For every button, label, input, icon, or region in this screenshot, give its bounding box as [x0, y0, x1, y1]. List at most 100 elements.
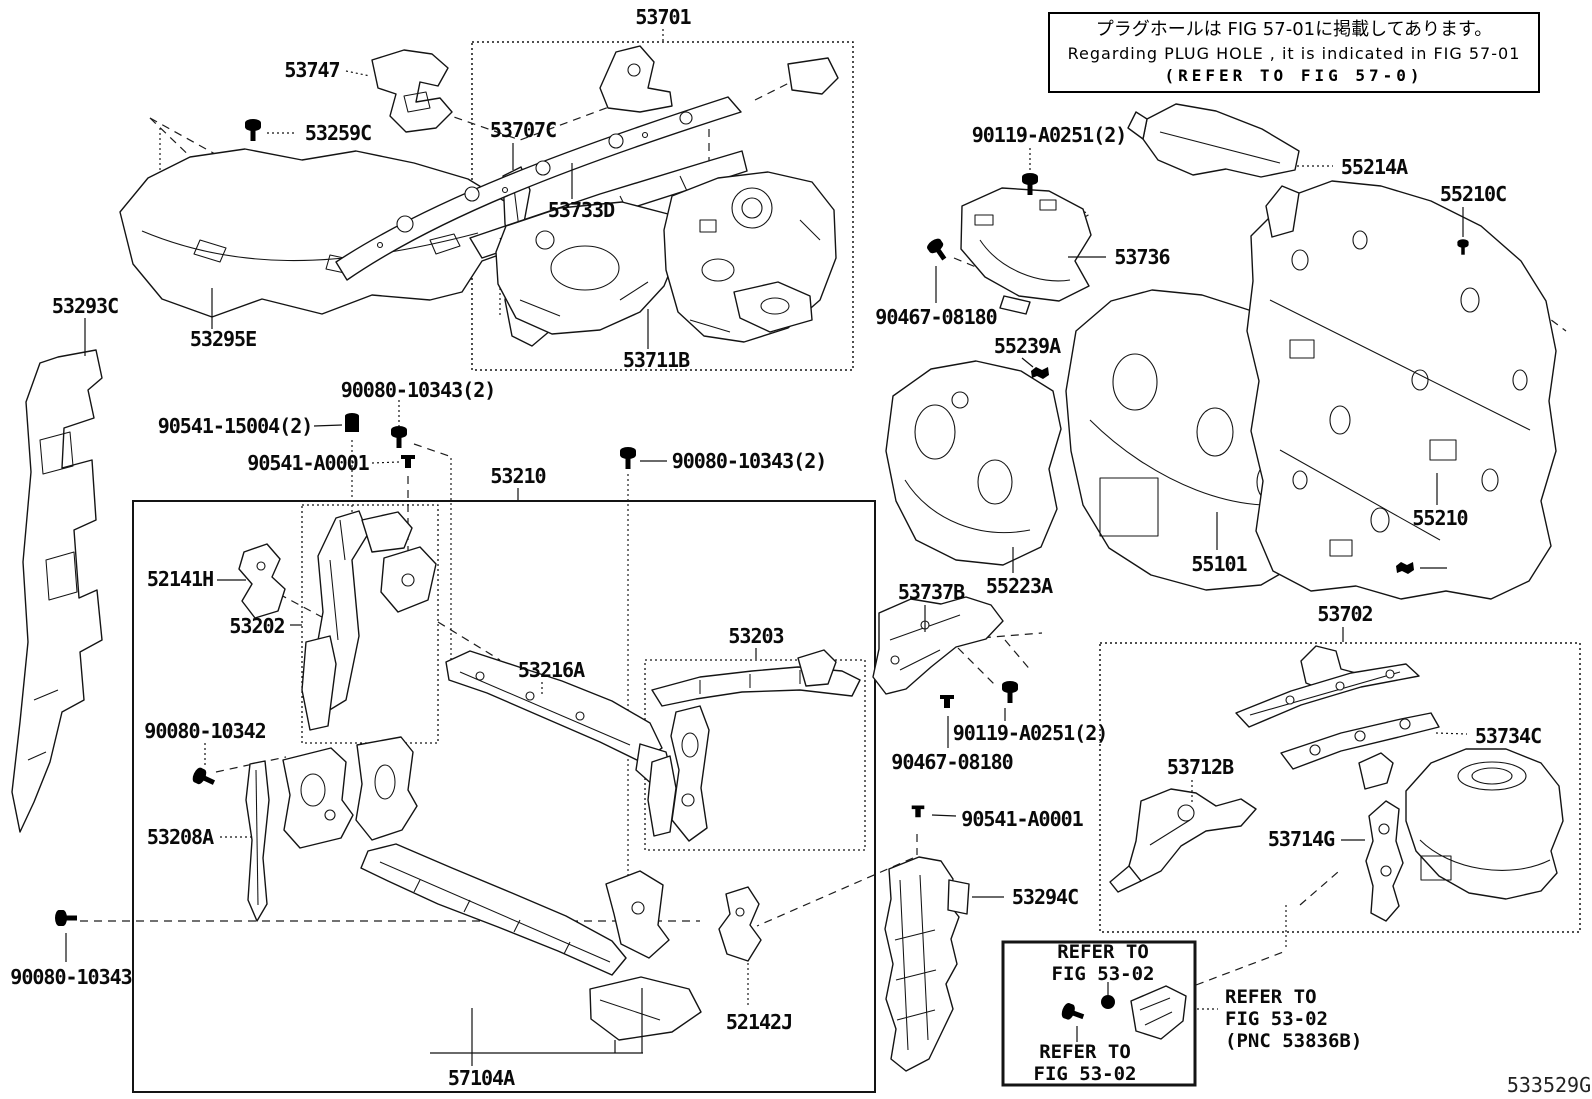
part-53712b-support — [1109, 788, 1257, 893]
part-53733d-upper-rail — [335, 96, 742, 281]
part-label-53711b: 53711B — [622, 348, 690, 372]
part-label-53734c: 53734C — [1474, 724, 1542, 748]
part-label-90119-a0251-a: 90119-A0251(2) — [971, 123, 1128, 147]
part-label-53210: 53210 — [490, 464, 546, 488]
bolt-icon-90080-10343-b — [620, 447, 636, 469]
refer-note-bottom-line2: FIG 53-02 — [1033, 1063, 1137, 1085]
part-label-53747: 53747 — [284, 58, 340, 82]
refer-note-top-line1: REFER TO — [1057, 941, 1149, 963]
refer-note-pnc-line3: (PNC 53836B) — [1225, 1030, 1363, 1052]
part-label-53208a: 53208A — [146, 825, 214, 849]
part-55210-dash-panel — [1246, 180, 1557, 600]
screw-icon-53259c — [245, 119, 261, 141]
box-refer-fig-53-02 — [1001, 940, 1197, 1087]
part-drawings — [11, 45, 1564, 1072]
part-label-90467-08180-a: 90467-08180 — [875, 305, 997, 329]
part-label-53701: 53701 — [635, 5, 691, 29]
plug-hole-note-box: プラグホールは FIG 57-01に掲載してあります。 Regarding PL… — [1048, 12, 1540, 93]
note-line-japanese: プラグホールは FIG 57-01に掲載してあります。 — [1095, 19, 1493, 40]
part-53714g-extension — [1365, 800, 1404, 922]
part-label-53293c: 53293C — [51, 294, 119, 318]
part-label-53203: 53203 — [728, 624, 784, 648]
group-boxes — [132, 41, 1581, 1093]
note-line-refer: (REFER TO FIG 57-0) — [1164, 66, 1424, 85]
refer-note-pnc: REFER TO FIG 53-02 (PNC 53836B) — [1225, 986, 1362, 1052]
part-53293c-radiator-side-deflector — [11, 349, 103, 833]
box-53702-group — [1099, 642, 1581, 933]
part-53202-support-braces — [301, 510, 437, 731]
part-label-52142j: 52142J — [725, 1010, 793, 1034]
part-label-53702: 53702 — [1317, 602, 1373, 626]
clip-icon-55239a-a — [1031, 367, 1049, 379]
part-53711b-apron-panel — [495, 201, 679, 335]
bolt-icon-refer — [1059, 1001, 1087, 1025]
part-53737b-seal-plate — [872, 596, 1004, 695]
part-label-53714g: 53714G — [1267, 827, 1335, 851]
part-corner-bracket — [787, 57, 839, 95]
leader-lines — [65, 29, 1468, 1066]
part-label-90541-15004: 90541-15004(2) — [157, 414, 314, 438]
refer-note-top-line2: FIG 53-02 — [1051, 963, 1155, 985]
bolt-icon-90080-10343-a — [391, 426, 407, 448]
part-label-90080-10343-b: 90080-10343(2) — [671, 449, 828, 473]
note-line-english: Regarding PLUG HOLE , it is indicated in… — [1067, 44, 1521, 63]
part-53702-apron-group — [1235, 645, 1420, 728]
part-label-53736: 53736 — [1114, 245, 1170, 269]
part-label-90080-10343-a: 90080-10343(2) — [340, 378, 497, 402]
bolt-icon-90080-10342 — [190, 766, 218, 790]
part-front-wheelhouse — [1405, 748, 1564, 900]
part-53294c-side-seal — [884, 856, 970, 1072]
clip-icon-90541-a0001-a — [401, 455, 415, 468]
part-label-53259c: 53259C — [304, 121, 372, 145]
part-label-55210: 55210 — [1412, 506, 1468, 530]
part-hood-lock-bracket — [599, 45, 673, 113]
bolt-icon-90119-a0251-b — [1002, 681, 1018, 703]
part-label-53295e: 53295E — [189, 327, 257, 351]
part-55214a-cowl-top — [1127, 103, 1300, 178]
refer-note-bottom: REFER TO FIG 53-02 — [1034, 1041, 1137, 1085]
clip-icon-90467-08180-b — [940, 695, 954, 708]
refer-note-pnc-line1: REFER TO — [1225, 986, 1317, 1008]
cushion-icon-90541-15004 — [345, 413, 359, 435]
part-53736-apron-seal — [960, 187, 1092, 315]
part-label-57104a: 57104A — [447, 1066, 515, 1090]
part-label-53737b: 53737B — [897, 580, 965, 604]
part-label-53216a: 53216A — [517, 658, 585, 682]
part-label-55214a: 55214A — [1340, 155, 1408, 179]
part-55223a-insulator — [885, 360, 1062, 566]
refer-note-top: REFER TO FIG 53-02 — [1052, 941, 1155, 985]
part-label-53294c: 53294C — [1011, 885, 1079, 909]
part-label-52141h: 52141H — [146, 567, 214, 591]
part-label-55210c: 55210C — [1439, 182, 1507, 206]
part-small-bracket — [1358, 752, 1394, 790]
part-label-90467-08180-b: 90467-08180 — [891, 750, 1013, 774]
part-57104a-lower-crossmember — [360, 843, 702, 1041]
part-label-90119-a0251-b: 90119-A0251(2) — [952, 721, 1109, 745]
part-label-90541-a0001-b: 90541-A0001 — [961, 807, 1083, 831]
part-label-90080-10343-c: 90080-10343 — [10, 965, 132, 989]
part-label-53733d: 53733D — [547, 198, 615, 222]
washer-icon-refer — [1101, 995, 1115, 1009]
part-53208a-brace — [245, 736, 418, 922]
figure-code: 533529G — [1506, 1073, 1592, 1097]
part-label-53707c: 53707C — [489, 118, 557, 142]
part-label-90080-10342: 90080-10342 — [144, 719, 266, 743]
part-label-55223a: 55223A — [985, 574, 1053, 598]
part-53295e-front-lower-cover — [119, 148, 522, 318]
part-52141h-bracket — [238, 543, 286, 619]
part-label-55239a-a: 55239A — [993, 334, 1061, 358]
bolt-icon-90467-08180-a — [925, 236, 951, 264]
refer-note-pnc-line2: FIG 53-02 — [1225, 1008, 1328, 1030]
clip-icon-90541-a0001-b — [911, 805, 925, 818]
part-label-55101: 55101 — [1191, 552, 1247, 576]
part-lower-bracket — [733, 281, 813, 333]
part-53734c-rail — [1280, 712, 1440, 770]
part-53747-bracket — [371, 49, 453, 133]
part-refer-bracket — [1130, 985, 1187, 1040]
part-label-53202: 53202 — [229, 614, 285, 638]
part-52142j-bracket — [718, 886, 762, 962]
part-label-90541-a0001-a: 90541-A0001 — [247, 451, 369, 475]
part-label-53712b: 53712B — [1166, 755, 1234, 779]
